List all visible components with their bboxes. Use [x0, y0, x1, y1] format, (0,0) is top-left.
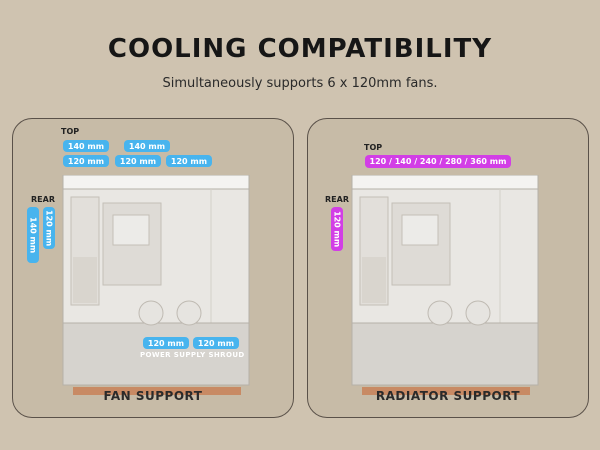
rear-label: REAR: [31, 195, 55, 204]
page-title: COOLING COMPATIBILITY: [107, 34, 493, 64]
bottom-fan-120-2: 120 mm: [193, 337, 239, 349]
pc-case-illustration: [62, 175, 250, 395]
radiator-support-label: RADIATOR SUPPORT: [375, 389, 521, 403]
radiator-support-panel: TOP 120 / 140 / 240 / 280 / 360 mm REAR …: [307, 118, 589, 418]
top-label: TOP: [364, 143, 383, 152]
pc-case-illustration: [351, 175, 539, 395]
page-subtitle: Simultaneously supports 6 x 120mm fans.: [162, 76, 438, 91]
fan-support-label: FAN SUPPORT: [103, 389, 203, 403]
top-radiator: 120 / 140 / 240 / 280 / 360 mm: [365, 155, 511, 168]
fan-support-panel: TOP 140 mm 140 mm 120 mm 120 mm 120 mm R…: [12, 118, 294, 418]
rear-radiator: 120 mm: [331, 207, 343, 251]
rear-label: REAR: [325, 195, 349, 204]
shroud-label: POWER SUPPLY SHROUD: [140, 351, 245, 359]
top-label: TOP: [61, 127, 80, 136]
top-fan-140-1: 140 mm: [63, 140, 109, 152]
top-fan-120-3: 120 mm: [166, 155, 212, 167]
top-fan-140-2: 140 mm: [124, 140, 170, 152]
bottom-fan-120-1: 120 mm: [143, 337, 189, 349]
rear-fan-120: 120 mm: [43, 207, 55, 249]
top-fan-120-1: 120 mm: [63, 155, 109, 167]
rear-fan-140: 140 mm: [27, 207, 39, 263]
top-fan-120-2: 120 mm: [115, 155, 161, 167]
